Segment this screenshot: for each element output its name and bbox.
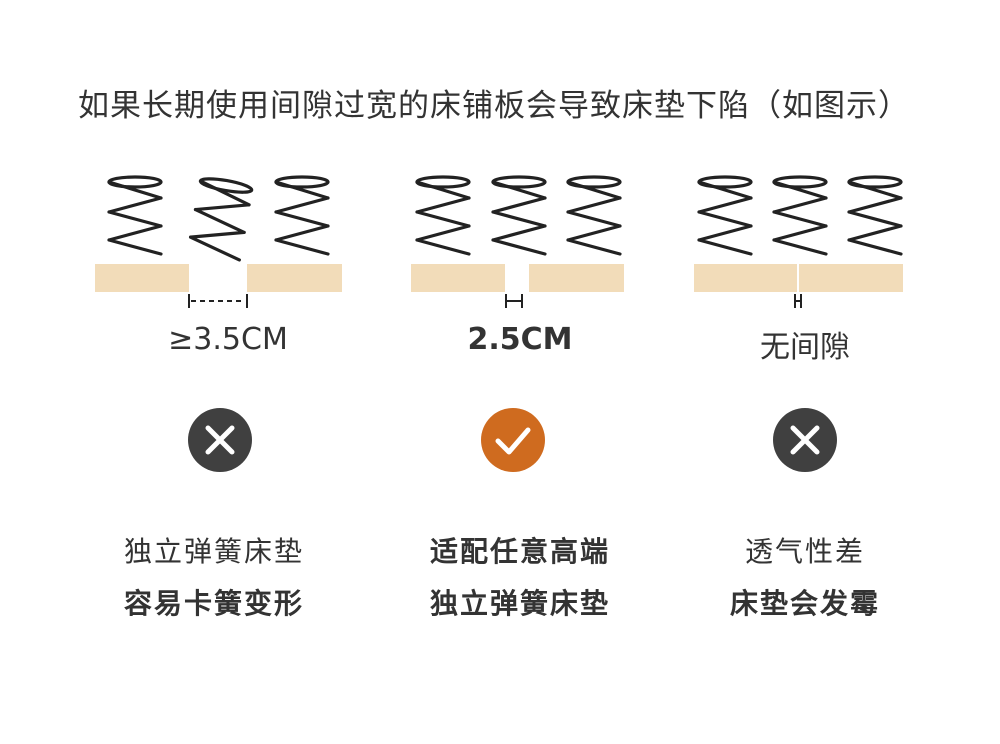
- board-right: [799, 264, 903, 292]
- verdict-line1: 透气性差: [744, 535, 865, 568]
- spring-middle: [772, 175, 828, 256]
- board-right: [247, 264, 342, 292]
- spring-left: [415, 175, 471, 256]
- gap-label: 无间隙: [760, 330, 850, 365]
- verdict-line2: 容易卡簧变形: [123, 587, 304, 620]
- spring-left: [107, 175, 163, 256]
- spring-middle-tilted: [188, 177, 254, 262]
- board-left: [411, 264, 505, 292]
- board-left: [95, 264, 189, 292]
- status-check-icon: [481, 408, 545, 472]
- page-title: 如果长期使用间隙过宽的床铺板会导致床垫下陷（如图示）: [78, 88, 910, 124]
- verdict-line1: 独立弹簧床垫: [123, 535, 304, 568]
- verdict-line2: 独立弹簧床垫: [429, 587, 610, 620]
- spring-right: [566, 175, 622, 256]
- gap-dimension: [505, 294, 523, 308]
- status-cross-icon: [188, 408, 252, 472]
- verdict-line1: 适配任意高端: [429, 535, 610, 568]
- spring-diagram-standard-gap: [411, 175, 624, 308]
- board-left: [694, 264, 797, 292]
- gap-label: 2.5CM: [467, 322, 573, 357]
- gap-label: ≥3.5CM: [168, 322, 288, 357]
- board-right: [529, 264, 624, 292]
- spring-right: [274, 175, 330, 256]
- gap-dimension: [188, 294, 248, 308]
- status-cross-icon: [773, 408, 837, 472]
- spring-right: [847, 175, 903, 256]
- spring-left: [697, 175, 753, 256]
- spring-diagram-wide-gap: [95, 175, 342, 308]
- spring-diagram-no-gap: [694, 175, 903, 308]
- verdict-line2: 床垫会发霉: [729, 587, 880, 620]
- gap-dimension: [794, 294, 802, 308]
- spring-middle: [491, 175, 547, 256]
